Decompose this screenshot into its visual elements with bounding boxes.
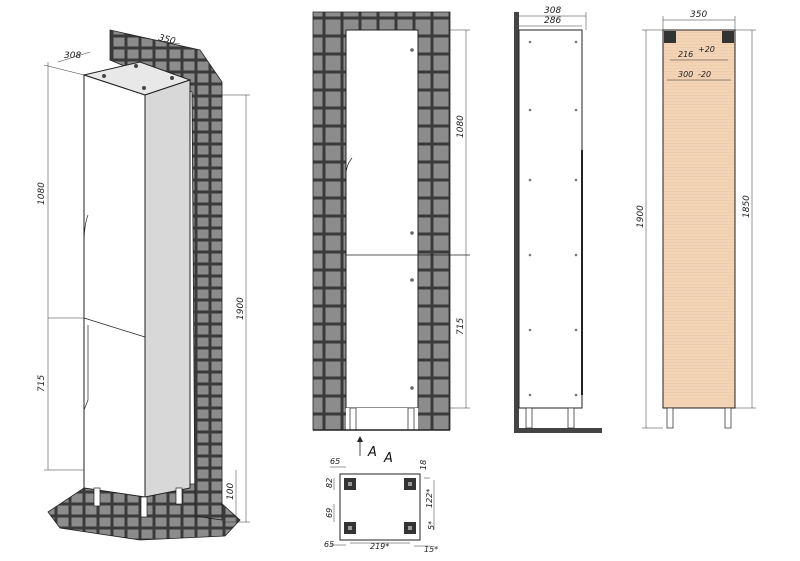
side-view: 308 286: [514, 6, 602, 433]
cabinet-side: [144, 79, 191, 498]
back-total-height-dim: 1900: [636, 205, 646, 228]
bracket-right: [722, 31, 734, 43]
front-handle: [345, 157, 353, 340]
back-inner-max-tol: -20: [698, 70, 711, 79]
leg: [93, 487, 101, 507]
isometric-view: 308 350 1080 715 1900 100: [37, 29, 250, 541]
plan-right-15: 15*: [424, 545, 438, 554]
plan-view: 65 65 82 69 18 122* 5* 219* 15*: [324, 457, 438, 554]
back-inner-min-dim: 216: [678, 50, 693, 59]
back-width-dim: 350: [690, 10, 707, 20]
iso-width-dim: 350: [157, 33, 176, 47]
back-view: 350 216 +20 300 -20 1900 1850: [636, 10, 756, 429]
front-view: 1080 715 A A: [312, 11, 470, 466]
side-inner-depth-dim: 286: [544, 16, 561, 26]
iso-depth-dim: 308: [64, 51, 81, 61]
iso-total-dim: 1900: [236, 297, 246, 320]
lower-handle: [83, 325, 89, 411]
plan-off-left-top: 65: [330, 457, 340, 466]
front-lower-dim: 715: [456, 318, 466, 335]
side-wall: [514, 12, 519, 432]
plan-foot-right-top: 18: [419, 460, 428, 470]
back-inner-min-tol: +20: [698, 45, 715, 54]
plan-foot-top: 82: [325, 478, 334, 488]
iso-legs-dim: 100: [226, 483, 236, 500]
door-split: [83, 317, 146, 338]
bracket-left: [664, 31, 676, 43]
plan-off-left-bottom: 65: [324, 540, 334, 549]
back-body-height-dim: 1850: [742, 195, 752, 218]
side-cabinet: [518, 29, 583, 409]
front-base-gap: [346, 408, 418, 430]
cabinet-front: [83, 74, 146, 498]
iso-upper-dim: 1080: [37, 182, 47, 205]
plan-foot-bottom: 69: [325, 508, 334, 518]
back-panel: [662, 29, 736, 409]
front-upper-dim: 1080: [456, 115, 466, 138]
plan-inner-width: 219*: [370, 542, 389, 551]
wall-tiles: [109, 29, 223, 521]
front-cabinet: [345, 29, 419, 409]
iso-lower-dim: 715: [37, 375, 47, 392]
upper-handle: [83, 214, 89, 310]
side-outer-depth-dim: 308: [544, 6, 561, 16]
plan-inner-depth: 122*: [425, 489, 434, 508]
section-a-label: A: [367, 445, 377, 460]
plan-right-5: 5*: [427, 521, 436, 530]
side-floor: [514, 428, 602, 433]
section-a-label-2: A: [383, 451, 393, 466]
back-inner-max-dim: 300: [678, 70, 693, 79]
